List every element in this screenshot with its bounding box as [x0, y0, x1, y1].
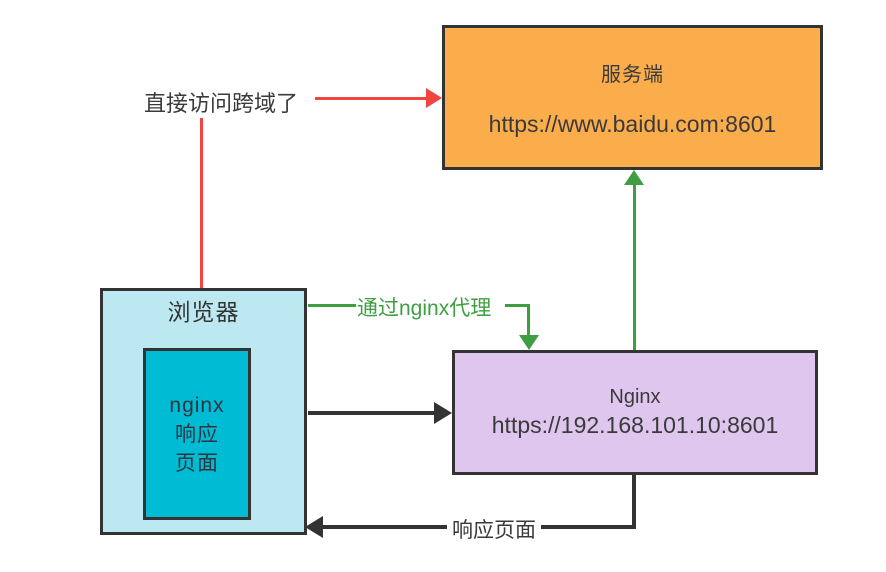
nginx-response-page-line-2: 响应	[175, 422, 219, 446]
browser-to-nginx-arrow-line	[308, 411, 436, 415]
browser-title: 浏览器	[167, 299, 240, 325]
browser-to-nginx-arrowhead-right-icon	[434, 402, 452, 424]
nginx-response-page-line-3: 页面	[175, 451, 219, 475]
proxy-label: 通过nginx代理	[356, 292, 493, 322]
nginx-to-server-arrowhead-up-icon	[624, 170, 644, 185]
nginx-title: Nginx	[609, 386, 661, 408]
proxy-arrow-line-3	[527, 304, 530, 337]
direct-access-arrow-line-vertical	[200, 115, 203, 288]
direct-access-arrow-line-horizontal	[315, 97, 427, 100]
proxy-arrowhead-down-icon	[519, 335, 539, 350]
response-arrowhead-left-icon	[305, 516, 323, 538]
proxy-arrow-line-1	[308, 304, 358, 307]
nginx-to-server-arrow-line	[633, 184, 636, 350]
proxy-arrow-line-2	[505, 304, 530, 307]
server-url: https://www.baidu.com:8601	[488, 110, 777, 137]
nginx-node: Nginx https://192.168.101.10:8601	[452, 350, 818, 475]
response-label: 响应页面	[447, 514, 541, 544]
server-node: 服务端 https://www.baidu.com:8601	[442, 25, 823, 170]
direct-access-arrowhead-right-icon	[426, 88, 442, 108]
nginx-response-page-line-1: nginx	[169, 393, 225, 417]
direct-access-label: 直接访问跨域了	[142, 86, 301, 118]
nginx-url: https://192.168.101.10:8601	[491, 412, 779, 438]
nginx-response-page-box: nginx 响应 页面	[143, 348, 251, 520]
response-arrow-line-vertical	[632, 475, 636, 527]
server-title: 服务端	[601, 63, 664, 86]
